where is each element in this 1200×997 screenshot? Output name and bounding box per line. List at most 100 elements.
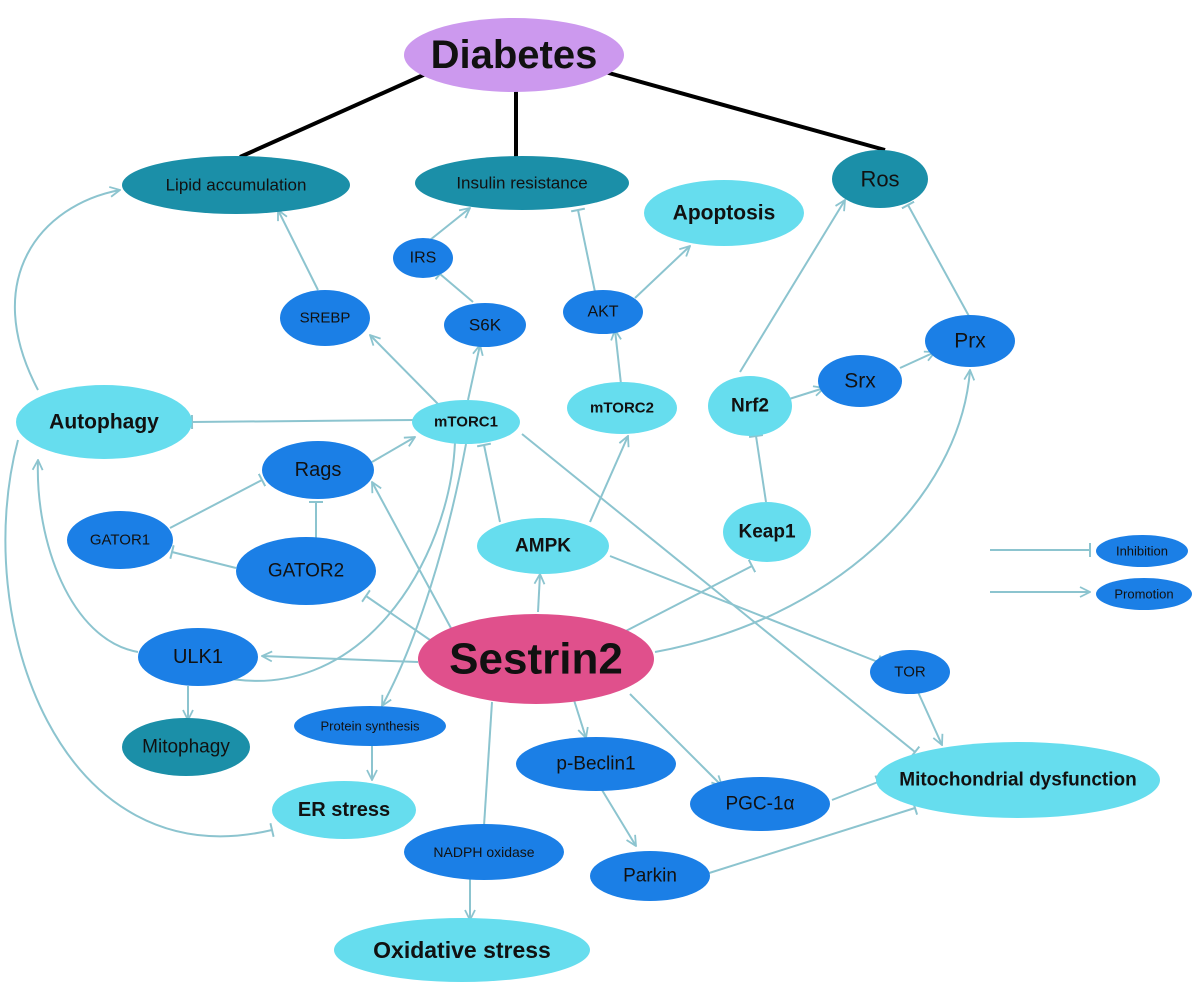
legend-promotion: Promotion: [1096, 578, 1192, 610]
node-pgc-label: PGC-1α: [725, 794, 794, 815]
node-s6k: S6K: [444, 303, 526, 347]
node-lipid-label: Lipid accumulation: [166, 176, 307, 195]
edge-nrf2-ros: [739, 200, 845, 373]
edge-sestrin-ampk: [538, 574, 540, 613]
legend-promotion-label: Promotion: [1114, 587, 1173, 602]
node-gator1-label: GATOR1: [90, 532, 150, 549]
edges: [4, 68, 1091, 920]
edge-pgc-mito: [831, 775, 882, 801]
edge-sestrin-pgc: [629, 693, 722, 786]
edge-mtorc1-protein: [382, 443, 467, 706]
node-mitophagy-label: Mitophagy: [142, 737, 230, 758]
node-ulk1-label: ULK1: [173, 646, 223, 668]
node-pgc-1a: PGC-1α: [690, 777, 830, 831]
node-insulin-resistance: Insulin resistance: [415, 156, 629, 210]
edge-gator1-rags: [169, 473, 267, 529]
edge-srx-prx: [899, 352, 935, 369]
node-ampk-label: AMPK: [515, 536, 571, 557]
node-protein-synthesis: Protein synthesis: [294, 706, 446, 746]
edge-tor-mito: [917, 691, 942, 745]
node-nrf2: Nrf2: [708, 376, 792, 436]
edge-s6k-irs: [434, 268, 474, 303]
edge-prx-ros: [901, 200, 971, 319]
node-mtorc2: mTORC2: [567, 382, 677, 434]
edge-pbeclin-parkin: [601, 789, 636, 846]
node-mtorc1: mTORC1: [412, 400, 520, 444]
edge-mtorc1-mito: [521, 433, 921, 759]
edge-autophagy-lipid: [13, 190, 120, 391]
node-er-label: ER stress: [298, 799, 390, 821]
edge-mtorc1-autophagy: [190, 414, 416, 430]
edge-parkin-mito: [705, 801, 919, 875]
node-protein-label: Protein synthesis: [321, 719, 420, 734]
node-tor: TOR: [870, 650, 950, 694]
edge-nrf2-srx: [785, 388, 824, 401]
edge-ampk-tor: [609, 555, 882, 669]
edge-ampk-mtorc2: [589, 436, 628, 523]
node-parkin-label: Parkin: [623, 866, 677, 887]
node-ros-label: Ros: [860, 167, 899, 192]
edge-sestrin-keap1: [619, 559, 757, 635]
node-nadph-label: NADPH oxidase: [433, 844, 534, 860]
edge-sestrin-gator2: [361, 589, 431, 641]
node-mitochondrial-dysfunction: Mitochondrial dysfunction: [876, 742, 1160, 818]
node-ulk1: ULK1: [138, 628, 258, 686]
node-tor-label: TOR: [894, 664, 926, 681]
legend-inhibition: Inhibition: [1096, 535, 1188, 567]
node-rags: Rags: [262, 441, 374, 499]
node-akt-label: AKT: [587, 304, 618, 321]
edge-mtorc1-ulk1: [213, 441, 456, 684]
edge-autophagy-er: [4, 439, 275, 838]
edge-diabetes-ros: [597, 68, 886, 152]
node-srx: Srx: [818, 355, 902, 407]
node-gator1: GATOR1: [67, 511, 173, 569]
node-s6k-label: S6K: [469, 316, 502, 335]
node-diabetes-label: Diabetes: [431, 33, 598, 77]
node-pbeclin-label: p-Beclin1: [556, 754, 635, 775]
node-nrf2-label: Nrf2: [731, 396, 769, 417]
nodes: Diabetes Lipid accumulation Insulin resi…: [16, 18, 1192, 982]
node-sestrin2: Sestrin2: [418, 614, 654, 704]
edge-sestrin-ulk1: [262, 656, 419, 663]
edge-akt-apoptosis: [634, 246, 690, 299]
node-akt: AKT: [563, 290, 643, 334]
node-mito-label: Mitochondrial dysfunction: [899, 770, 1137, 791]
node-diabetes: Diabetes: [404, 18, 624, 92]
node-mtorc2-label: mTORC2: [590, 400, 654, 417]
node-autophagy: Autophagy: [16, 385, 192, 459]
edge-sestrin-prx: [654, 370, 970, 653]
node-autophagy-label: Autophagy: [49, 411, 159, 434]
node-prx: Prx: [925, 315, 1015, 367]
node-apoptosis: Apoptosis: [644, 180, 804, 246]
node-prx-label: Prx: [954, 330, 986, 353]
node-mitophagy: Mitophagy: [122, 718, 250, 776]
edge-irs-insulin: [429, 208, 470, 241]
node-srebp: SREBP: [280, 290, 370, 346]
node-ros: Ros: [832, 150, 928, 208]
node-oxidative-stress: Oxidative stress: [334, 918, 590, 982]
node-irs: IRS: [393, 238, 453, 278]
node-mtorc1-label: mTORC1: [434, 414, 498, 431]
edge-sestrin-pbeclin: [573, 699, 586, 738]
edge-akt-insulin: [570, 207, 596, 293]
node-gator2: GATOR2: [236, 537, 376, 605]
node-gator2-label: GATOR2: [268, 561, 344, 582]
node-parkin: Parkin: [590, 851, 710, 901]
edge-mtorc1-s6k: [467, 345, 480, 401]
edge-mtorc1-srebp: [370, 335, 439, 405]
edge-ampk-mtorc1: [476, 442, 501, 523]
node-lipid-accumulation: Lipid accumulation: [122, 156, 350, 214]
node-srx-label: Srx: [844, 370, 876, 393]
node-keap1-label: Keap1: [738, 522, 795, 543]
node-insulin-label: Insulin resistance: [456, 174, 587, 193]
edge-sestrin-rags: [372, 482, 453, 631]
edge-gator2-gator1: [169, 544, 237, 569]
node-nadph-oxidase: NADPH oxidase: [404, 824, 564, 880]
node-apoptosis-label: Apoptosis: [673, 202, 776, 225]
node-keap1: Keap1: [723, 502, 811, 562]
edge-diabetes-lipid: [239, 70, 431, 159]
edge-ulk1-autophagy: [38, 460, 139, 653]
node-ampk: AMPK: [477, 518, 609, 574]
edge-srebp-lipid: [278, 210, 319, 291]
